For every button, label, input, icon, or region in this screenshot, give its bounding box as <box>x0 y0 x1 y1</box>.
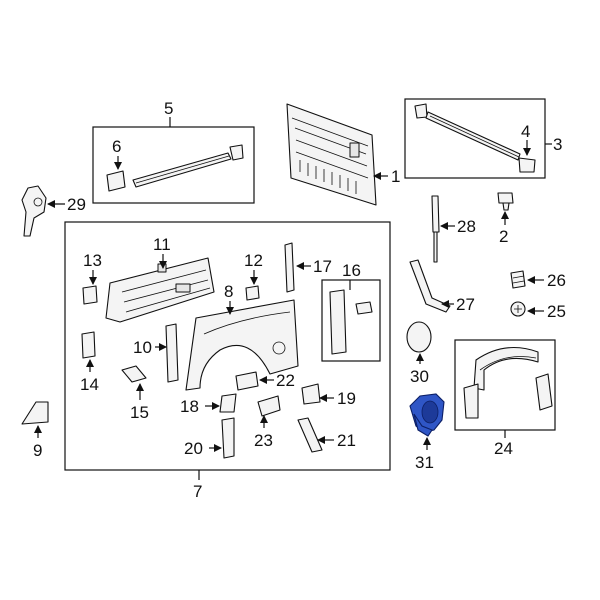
bracket-part-18 <box>219 393 237 413</box>
bracket-part-13 <box>82 285 98 305</box>
callout-28: 28 <box>457 217 476 236</box>
bracket-part-12 <box>245 285 260 301</box>
bracket-part-21 <box>297 417 323 453</box>
callout-3: 3 <box>553 135 562 154</box>
callout-7: 7 <box>193 482 202 501</box>
fuel-door-part <box>406 321 432 353</box>
bracket-part-20 <box>221 417 235 459</box>
callout-23: 23 <box>254 431 273 450</box>
tailgate-part <box>286 103 377 206</box>
callout-17: 17 <box>313 257 332 276</box>
callout-labels: 5 6 1 4 3 29 2 28 27 26 25 30 31 24 9 7 … <box>33 99 566 501</box>
fuel-filler-housing-part <box>409 393 445 437</box>
callout-10: 10 <box>133 338 152 357</box>
pillar-part-17 <box>284 242 295 293</box>
bed-rail-cap-left <box>106 144 244 192</box>
callout-20: 20 <box>184 439 203 458</box>
callout-1: 1 <box>391 167 400 186</box>
bolt-part-2 <box>497 192 514 211</box>
strap-part <box>409 259 451 313</box>
pillar-part-10 <box>165 323 179 383</box>
callout-8: 8 <box>224 282 233 301</box>
callout-11: 11 <box>153 235 171 254</box>
bracket-part-9 <box>21 401 49 425</box>
callout-19: 19 <box>337 389 356 408</box>
bracket-part-15 <box>121 365 147 383</box>
hinge-bracket-part <box>21 185 47 237</box>
callout-2: 2 <box>499 227 508 246</box>
support-strut-part <box>431 195 440 263</box>
group-box-7 <box>64 221 391 471</box>
clip-part-26 <box>510 270 526 289</box>
callout-13: 13 <box>83 251 102 270</box>
group-box-16 <box>321 279 381 362</box>
callout-30: 30 <box>410 367 429 386</box>
bracket-part-23 <box>257 395 281 417</box>
bracket-part-16 <box>329 289 373 355</box>
callout-22: 22 <box>276 371 295 390</box>
callout-24: 24 <box>494 439 513 458</box>
bracket-part-14 <box>81 331 96 359</box>
callout-12: 12 <box>244 251 263 270</box>
callout-6: 6 <box>112 137 121 156</box>
callout-27: 27 <box>456 295 475 314</box>
bracket-part-19 <box>301 383 321 405</box>
group-box-3 <box>404 98 546 179</box>
wheelhouse-liner-part <box>463 347 553 419</box>
leader-lines <box>34 117 552 480</box>
callout-29: 29 <box>67 195 86 214</box>
callout-5: 5 <box>164 99 173 118</box>
bed-rail-cap-right <box>414 103 536 173</box>
outer-panel-part <box>185 299 299 391</box>
bracket-part-22 <box>235 371 259 391</box>
callout-4: 4 <box>521 122 530 141</box>
callout-16: 16 <box>342 261 361 280</box>
callout-31: 31 <box>415 453 434 472</box>
group-box-5 <box>92 126 255 204</box>
callout-18: 18 <box>180 397 199 416</box>
screw-part-25 <box>510 301 526 317</box>
callout-14: 14 <box>80 375 99 394</box>
callout-9: 9 <box>33 441 42 460</box>
callout-15: 15 <box>130 403 149 422</box>
callout-21: 21 <box>337 431 356 450</box>
callout-26: 26 <box>547 271 566 290</box>
inner-panel-part <box>105 257 215 323</box>
callout-25: 25 <box>547 302 566 321</box>
